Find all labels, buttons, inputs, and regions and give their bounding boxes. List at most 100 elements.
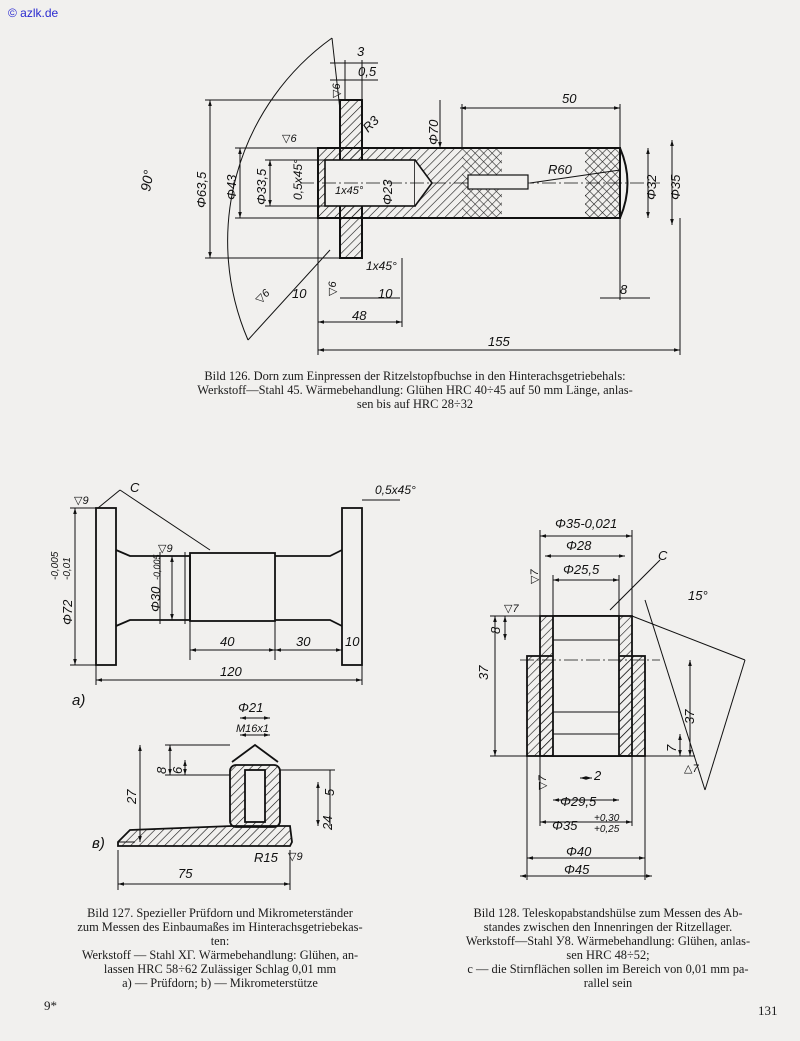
surface-9c: ▽9 — [288, 851, 303, 863]
dim-chamfer-1a: 1x45° — [335, 185, 364, 197]
dim-8: 8 — [620, 282, 628, 297]
dim-r60: R60 — [548, 162, 573, 177]
dim-155: 155 — [488, 334, 510, 349]
dim-10a: 10 — [292, 286, 307, 301]
dim-phi43: Φ43 — [224, 174, 239, 200]
caption-126-line-2: Werkstoff—Stahl 45. Wärmebehandlung: Glü… — [197, 383, 633, 397]
surface-7c: △7 — [684, 763, 699, 775]
dim-27: 27 — [124, 789, 139, 805]
dim-phi40: Φ40 — [566, 844, 592, 859]
fig127b-dims: Φ21 M16x1 8 6 27 5 24 R15 ▽9 75 в) — [92, 700, 337, 881]
fig126-dims: 3 0,5 50 R3 Φ70 R60 Φ32 Φ35 Φ63,5 Φ43 Φ3… — [137, 44, 683, 349]
surface-7d: ▽7 — [537, 775, 549, 790]
caption-128-line-6: rallel sein — [583, 976, 633, 990]
dim-chamfer-0-5-127: 0,5x45° — [375, 483, 416, 497]
dim-8-128: 8 — [488, 626, 503, 634]
dim-8-127: 8 — [154, 766, 169, 774]
dim-phi35: Φ35 — [668, 174, 683, 200]
surface-6b: ▽6 — [282, 133, 297, 145]
surface-6c: ▽6 — [327, 281, 339, 296]
label-b: в) — [92, 835, 105, 852]
dim-phi35b: Φ35 — [552, 818, 578, 833]
dim-30: 30 — [296, 634, 311, 649]
caption-128-line-5: c — die Stirnflächen sollen im Bereich v… — [467, 962, 749, 976]
surface-7b: ▽7 — [504, 603, 519, 615]
page-number: 131 — [758, 1003, 778, 1018]
label-c-128: C — [658, 548, 668, 563]
dim-7: 7 — [664, 744, 679, 752]
tol-30: -0,005 — [152, 553, 162, 580]
label-c-127: C — [130, 480, 140, 495]
dim-phi21: Φ21 — [238, 700, 263, 715]
fig128-drawing — [490, 530, 746, 880]
caption-126-line-3: sen bis auf HRC 28÷32 — [356, 397, 474, 411]
fig127a-drawing — [70, 489, 400, 685]
dim-chamfer-0-5: 0,5x45° — [291, 159, 305, 200]
dim-40: 40 — [220, 634, 235, 649]
caption-127-line-1: Bild 127. Spezieller Prüfdorn und Mikrom… — [87, 906, 353, 920]
fig128-dims: Φ35-0,021 Φ28 C Φ25,5 15° ▽7 ▽7 8 37 37 … — [476, 516, 708, 877]
dim-0-5: 0,5 — [358, 64, 377, 79]
surface-6a: ▽6 — [331, 83, 343, 98]
dim-48: 48 — [352, 308, 367, 323]
caption-fig128: Bild 128. Teleskopabstandshülse zum Mess… — [428, 906, 788, 990]
dim-chamfer-1b: 1x45° — [366, 259, 397, 273]
dim-24: 24 — [320, 816, 335, 831]
dim-phi63-5: Φ63,5 — [194, 171, 209, 208]
caption-127-line-5: lassen HRC 58÷62 Zulässiger Schlag 0,01 … — [103, 962, 337, 976]
dim-50: 50 — [562, 91, 577, 106]
dim-phi32: Φ32 — [644, 174, 659, 200]
page-marker-left: 9* — [44, 998, 57, 1013]
dim-phi23: Φ23 — [380, 179, 395, 205]
fig126-drawing — [205, 37, 681, 355]
caption-127-line-4: Werkstoff — Stahl XГ. Wärmebehandlung: G… — [81, 948, 359, 962]
dim-r15: R15 — [254, 850, 279, 865]
tol-35-lower: +0,25 — [594, 824, 620, 835]
caption-126-line-1: Bild 126. Dorn zum Einpressen der Ritzel… — [204, 369, 626, 383]
surface-6d: ▽6 — [254, 287, 273, 306]
dim-5: 5 — [322, 788, 337, 796]
dim-10-127: 10 — [345, 634, 360, 649]
caption-128-line-1: Bild 128. Teleskopabstandshülse zum Mess… — [473, 906, 743, 920]
tol-35-upper: +0,30 — [594, 813, 620, 824]
dim-phi30: Φ30 — [148, 586, 163, 612]
dim-37a: 37 — [476, 665, 491, 680]
dim-phi33-5: Φ33,5 — [254, 168, 269, 205]
dim-120: 120 — [220, 664, 242, 679]
dim-phi35-128: Φ35-0,021 — [555, 516, 617, 531]
caption-fig126: Bild 126. Dorn zum Einpressen der Ritzel… — [130, 369, 700, 411]
caption-127-line-6: a) — Prüfdorn; b) — Mikrometerstütze — [122, 976, 318, 990]
tol-72a: -0,005 — [50, 551, 61, 580]
dim-m16: M16x1 — [236, 723, 269, 735]
caption-128-line-3: Werkstoff—Stahl У8. Wärmebehandlung: Glü… — [465, 934, 751, 948]
dim-phi72: Φ72 — [60, 599, 75, 625]
dim-phi45: Φ45 — [564, 862, 590, 877]
caption-128-line-2: standes zwischen den Innenringen der Rit… — [483, 920, 733, 934]
dim-phi29-5: Φ29,5 — [560, 794, 597, 809]
surface-9b: ▽9 — [158, 543, 173, 555]
dim-phi28: Φ28 — [566, 538, 592, 553]
tol-72b: -0,01 — [62, 557, 73, 580]
caption-fig127: Bild 127. Spezieller Prüfdorn und Mikrom… — [40, 906, 400, 990]
dim-10b: 10 — [378, 286, 393, 301]
dim-phi25-5: Φ25,5 — [563, 562, 600, 577]
dim-angle-15: 15° — [688, 588, 708, 603]
dim-75: 75 — [178, 866, 193, 881]
surface-7a: ▽7 — [529, 569, 541, 584]
watermark[interactable]: © azlk.de — [8, 6, 59, 20]
fig127b-drawing — [117, 716, 335, 890]
label-a: a) — [72, 692, 85, 709]
caption-127-line-2: zum Messen des Einbaumaßes im Hinterachs… — [77, 920, 363, 934]
caption-128-line-4: sen HRC 48÷52; — [566, 948, 650, 962]
dim-phi70: Φ70 — [426, 119, 441, 145]
surface-9a: ▽9 — [74, 495, 89, 507]
dim-37b: 37 — [682, 709, 697, 724]
caption-127-line-3: ten: — [210, 934, 230, 948]
dim-6: 6 — [170, 766, 185, 774]
dim-angle-90: 90° — [137, 168, 157, 192]
dim-3: 3 — [357, 44, 365, 59]
dim-2: 2 — [593, 768, 602, 783]
fig127a-dims: ▽9 C 0,5x45° Φ72 -0,005 -0,01 ▽9 Φ30 -0,… — [50, 480, 416, 709]
